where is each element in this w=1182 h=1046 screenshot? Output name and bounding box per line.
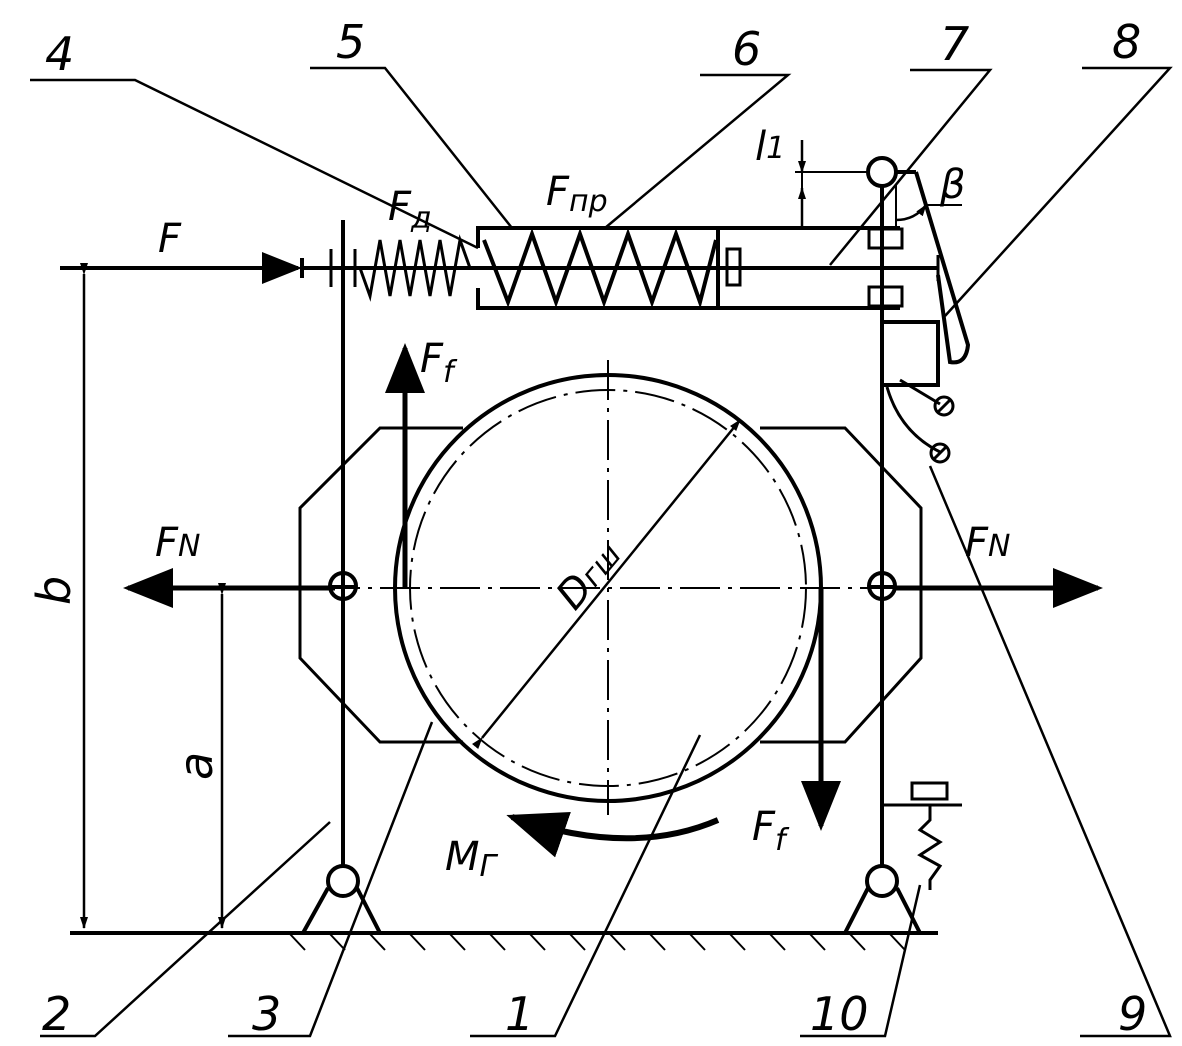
dimension-l1 bbox=[795, 140, 868, 228]
stop-spring bbox=[882, 781, 962, 890]
right-pivot-support bbox=[843, 864, 922, 934]
label-Ff-upper: Ff bbox=[420, 336, 458, 390]
diameter-dimension-line bbox=[471, 419, 741, 750]
main-spring bbox=[482, 227, 718, 309]
part-number-6: 6 bbox=[732, 22, 761, 76]
right-brake-shoe bbox=[760, 426, 923, 744]
label-l1: l1 bbox=[755, 124, 785, 170]
left-pivot-support bbox=[301, 864, 382, 934]
part-number-3: 3 bbox=[252, 987, 281, 1041]
spring-housing bbox=[476, 226, 904, 310]
part-number-2: 2 bbox=[42, 987, 71, 1041]
label-FN-right: FN bbox=[965, 520, 1010, 566]
label-Ff-lower: Ff bbox=[752, 804, 790, 858]
angle-beta bbox=[895, 185, 962, 228]
part-number-7: 7 bbox=[940, 17, 969, 71]
label-diameter: Dгш bbox=[547, 532, 630, 618]
label-beta: β bbox=[939, 162, 966, 208]
contact-switch bbox=[882, 320, 955, 464]
label-Fpr: Fпр bbox=[546, 169, 608, 219]
label-Fd: Fд bbox=[388, 184, 432, 236]
part-number-9: 9 bbox=[1118, 987, 1147, 1041]
leader-lines bbox=[30, 66, 1173, 1038]
ground bbox=[70, 931, 938, 951]
label-F: F bbox=[158, 216, 182, 262]
part-number-1: 1 bbox=[505, 987, 534, 1041]
left-brake-shoe bbox=[298, 426, 463, 744]
part-number-4: 4 bbox=[45, 27, 74, 81]
part-number-10: 10 bbox=[810, 987, 869, 1041]
label-FN-left: FN bbox=[155, 520, 200, 566]
moment-arrow bbox=[506, 812, 720, 858]
label-b: b bbox=[27, 576, 81, 605]
label-a: a bbox=[169, 752, 223, 780]
part-number-8: 8 bbox=[1112, 15, 1141, 69]
label-Mg: MГ bbox=[445, 834, 499, 884]
part-number-5: 5 bbox=[336, 15, 365, 69]
